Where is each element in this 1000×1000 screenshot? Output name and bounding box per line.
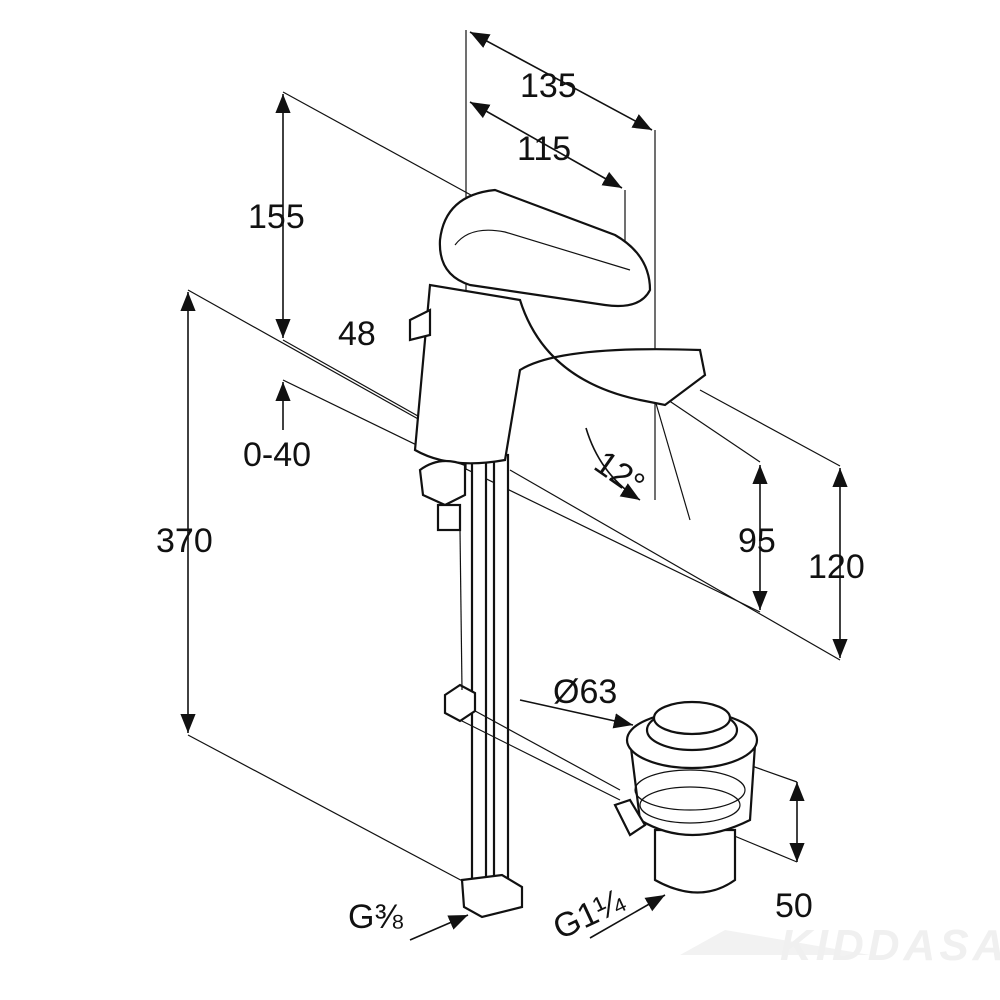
dimension-370: 370 [156,522,213,560]
hose-connector [460,873,524,919]
pop-up-rod-clamp [443,683,477,723]
watermark: KIDDASA [680,921,1000,970]
dimension-50: 50 [775,887,813,925]
dimension-lines [180,31,848,941]
thread-g1-1-4: G1¼ [547,881,630,947]
angle-12-degrees: 12° [587,443,651,504]
dimension-95: 95 [738,522,776,560]
dimension-0-40: 0-40 [243,436,311,474]
dimension-115: 115 [517,130,571,168]
waste-drain [613,700,759,894]
dimension-135: 135 [520,67,577,105]
dimension-48: 48 [338,315,376,353]
svg-text:KIDDASA: KIDDASA [780,921,1000,970]
dimension-diameter-63: Ø63 [553,673,617,711]
dimension-155: 155 [248,198,305,236]
lever-handle [438,188,652,308]
thread-g3-8: G⅜ [348,898,403,936]
faucet [408,188,707,919]
dimension-120: 120 [808,548,865,586]
